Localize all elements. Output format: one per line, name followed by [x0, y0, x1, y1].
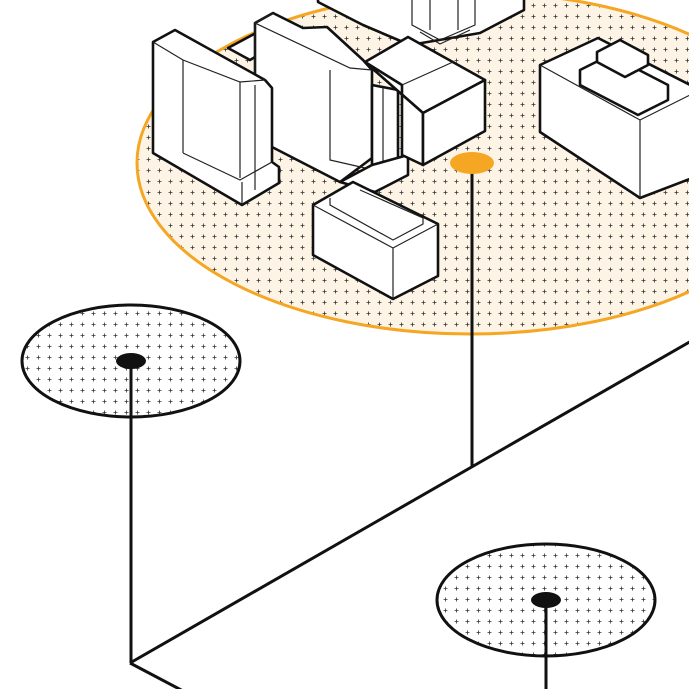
building-left	[151, 28, 281, 207]
building-right	[538, 36, 689, 200]
building-center	[363, 35, 487, 167]
base-line	[129, 340, 689, 665]
connector-lines	[129, 340, 689, 689]
building-bottom	[311, 180, 440, 301]
right-site-marker[interactable]	[531, 592, 561, 608]
building-top	[316, 0, 526, 47]
left-site-node[interactable]	[20, 303, 242, 663]
left-site-marker[interactable]	[116, 353, 146, 369]
building-middle	[226, 11, 410, 194]
main-site-node[interactable]	[135, 0, 689, 467]
right-site-node[interactable]	[435, 542, 657, 689]
base-line-lower	[129, 661, 183, 689]
main-site-marker[interactable]	[450, 152, 494, 174]
